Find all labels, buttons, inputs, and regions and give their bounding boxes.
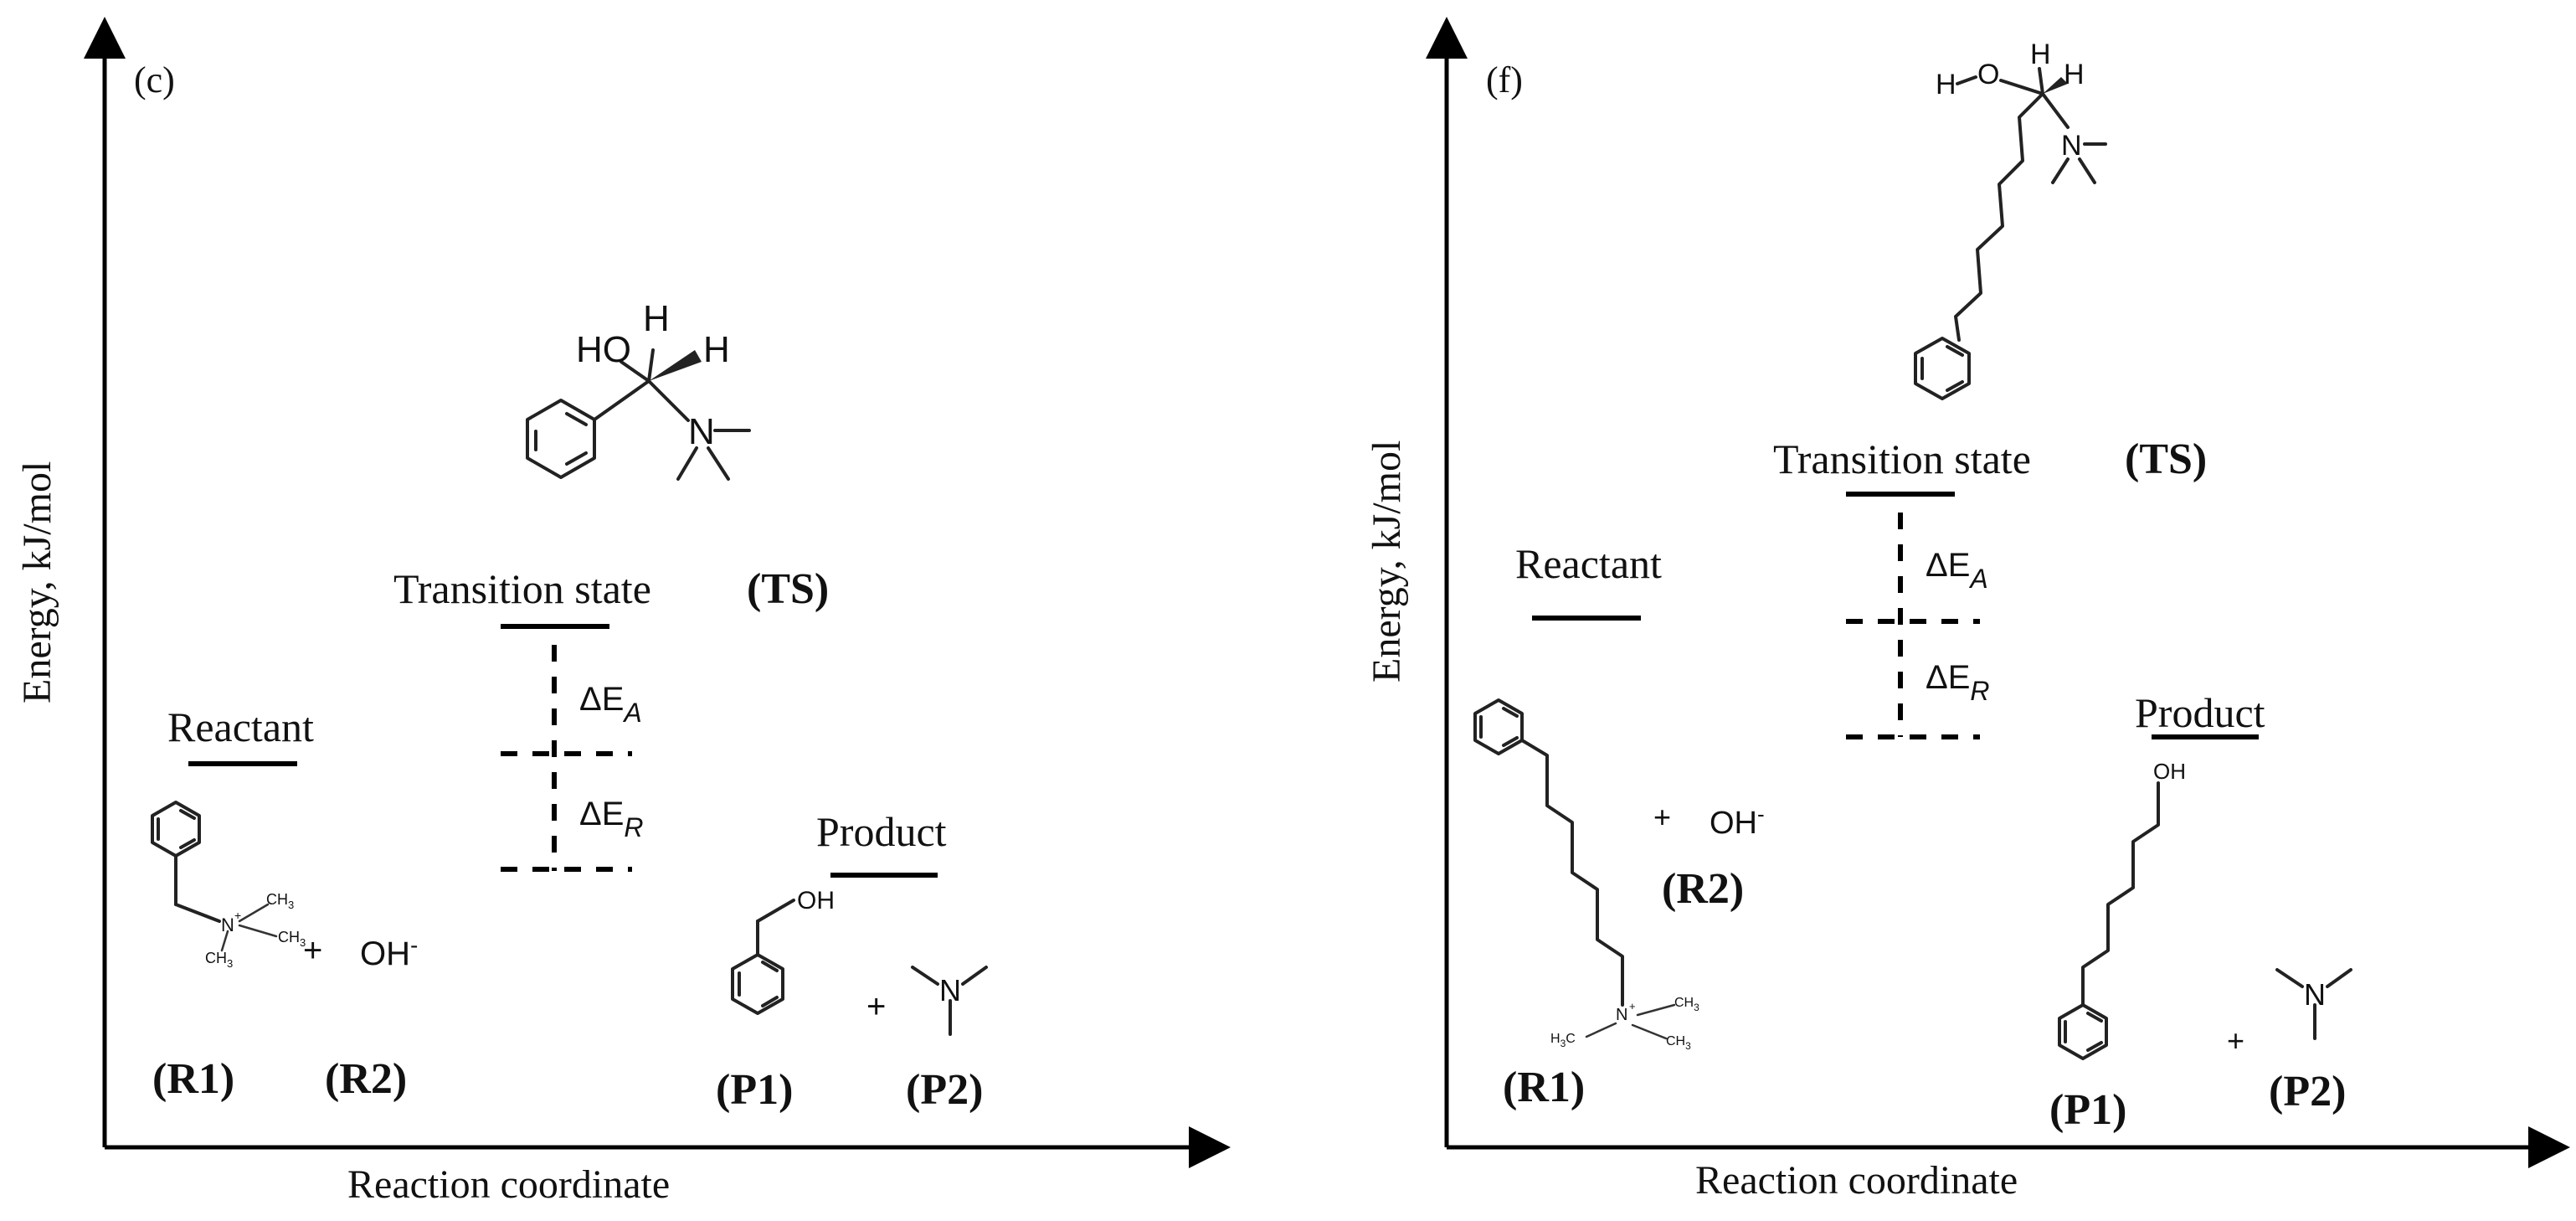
svg-text:CH3: CH3: [278, 929, 306, 949]
r1-molecule-f: N + CH3 CH3 H3C: [1473, 698, 1699, 1052]
svg-text:CH3: CH3: [266, 891, 294, 911]
p1-molecule-c: OH: [731, 887, 835, 1015]
r2-tag-f: (R2): [1662, 865, 1744, 913]
svg-text:H: H: [1936, 69, 1956, 100]
ts-tag-c: (TS): [747, 565, 829, 613]
svg-text:+: +: [234, 909, 241, 922]
plus-p-c: +: [866, 988, 886, 1025]
panel-c: (c) Energy, kJ/mol Reaction coordinate R…: [15, 17, 1231, 1207]
delta-er-c: ΔER: [579, 796, 644, 842]
p2-molecule-c: N: [911, 966, 988, 1036]
svg-text:N: N: [688, 411, 715, 452]
svg-text:CH3: CH3: [1666, 1034, 1691, 1052]
svg-text:H: H: [643, 298, 670, 339]
plus-p-f: +: [2227, 1023, 2244, 1058]
svg-text:+: +: [1629, 1000, 1636, 1012]
x-axis-label-c: Reaction coordinate: [347, 1162, 670, 1207]
svg-text:OH: OH: [797, 887, 835, 914]
panel-label-f: (f): [1486, 59, 1523, 100]
svg-text:H: H: [703, 329, 730, 370]
plus-r-c: +: [303, 932, 322, 969]
ts-molecule-c: HO H H N: [526, 298, 751, 481]
svg-text:N: N: [1616, 1006, 1627, 1024]
svg-text:N: N: [2304, 977, 2326, 1012]
svg-text:HO: HO: [576, 329, 631, 370]
svg-text:N: N: [939, 973, 961, 1007]
delta-ea-f: ΔEA: [1926, 547, 1988, 594]
svg-text:O: O: [1977, 59, 1999, 90]
p2-tag-f: (P2): [2269, 1068, 2346, 1115]
ts-label-f: Transition state: [1773, 435, 2031, 482]
r2-tag-c: (R2): [325, 1055, 407, 1103]
r1-tag-f: (R1): [1503, 1064, 1585, 1111]
svg-text:OH: OH: [2153, 759, 2186, 784]
reactant-label-f: Reactant: [1515, 540, 1662, 587]
svg-text:H3C: H3C: [1550, 1032, 1576, 1049]
r1-tag-c: (R1): [152, 1055, 234, 1103]
svg-text:N: N: [221, 914, 234, 935]
product-label-f: Product: [2135, 689, 2265, 736]
ts-label-c: Transition state: [393, 565, 651, 612]
y-axis-label-f: Energy, kJ/mol: [1365, 440, 1409, 683]
p2-molecule-f: N: [2275, 968, 2352, 1040]
svg-text:H: H: [2064, 59, 2085, 90]
svg-text:N: N: [2061, 130, 2082, 162]
r1-molecule-c: N + CH3 CH3 CH3: [151, 801, 306, 970]
product-label-c: Product: [816, 808, 947, 855]
p2-tag-c: (P2): [906, 1066, 983, 1114]
plus-r-f: +: [1653, 800, 1671, 834]
panel-f: (f) Energy, kJ/mol Reaction coordinate R…: [1365, 17, 2570, 1203]
ts-molecule-f: H O H H N: [1914, 39, 2107, 400]
hydroxide-f: OH-: [1710, 801, 1765, 841]
hydroxide-c: OH-: [360, 932, 418, 972]
delta-er-f: ΔER: [1926, 659, 1990, 706]
svg-text:CH3: CH3: [1674, 996, 1699, 1013]
svg-text:H: H: [2030, 39, 2051, 70]
panel-label-c: (c): [134, 59, 175, 100]
y-axis-label-c: Energy, kJ/mol: [15, 461, 59, 703]
delta-ea-c: ΔEA: [579, 681, 642, 728]
reactant-label-c: Reactant: [167, 703, 314, 750]
svg-text:CH3: CH3: [205, 950, 233, 970]
p1-tag-c: (P1): [716, 1066, 793, 1114]
ts-tag-f: (TS): [2125, 435, 2207, 483]
x-axis-label-f: Reaction coordinate: [1695, 1158, 2018, 1203]
p1-tag-f: (P1): [2049, 1086, 2126, 1134]
p1-molecule-f: OH: [2058, 759, 2186, 1060]
